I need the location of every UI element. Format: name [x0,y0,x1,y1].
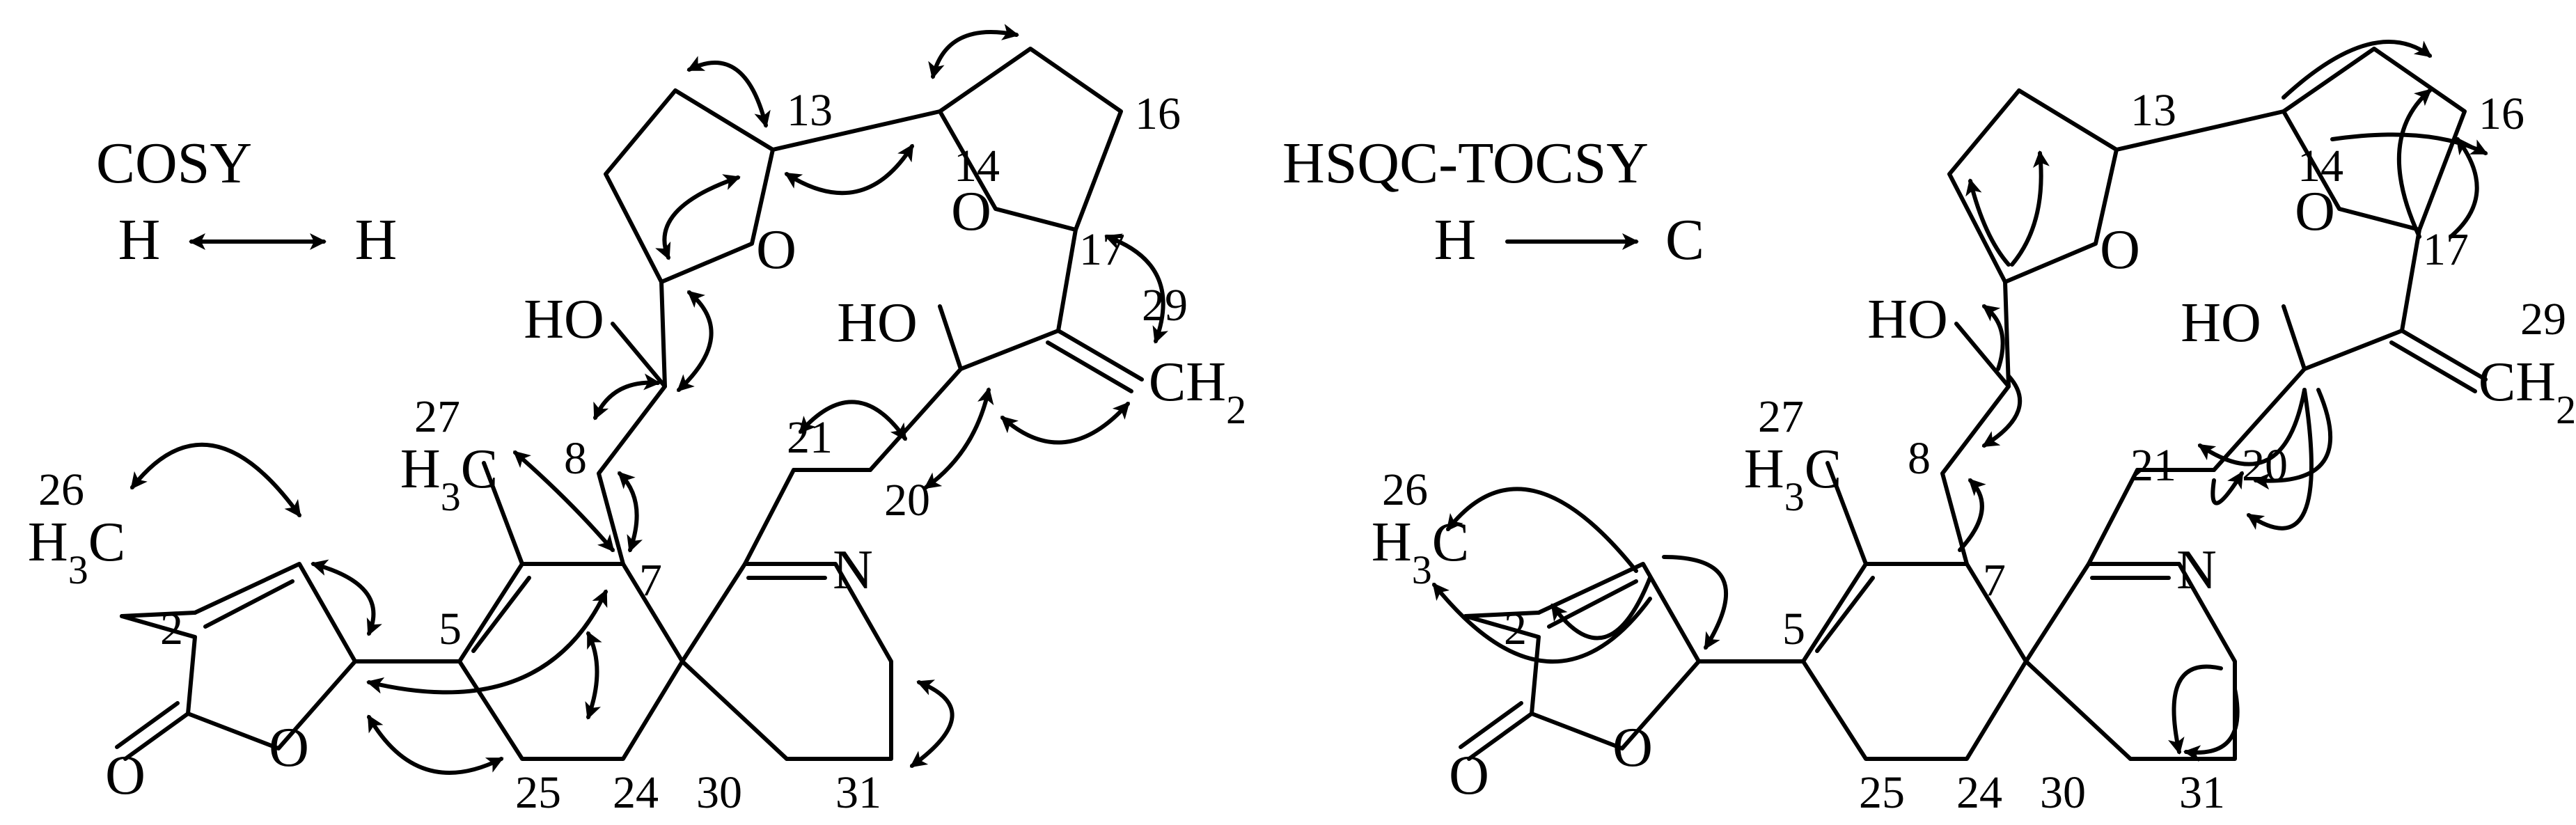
label-o-carbonyl: O [105,745,146,806]
num-25: 25 [1859,767,1905,818]
num-26: 26 [38,464,84,515]
num-2: 2 [160,604,183,654]
label-n: N [2176,540,2217,601]
hsqc-tocsy-panel: HSQC-TOCSY H C [1282,40,2576,818]
num-17: 17 [2423,224,2469,275]
cosy-legend: COSY H H [96,131,397,272]
hsqc-tocsy-correlations [1432,40,2488,762]
num-5: 5 [439,604,462,654]
num-13: 13 [2130,85,2176,136]
num-24: 24 [1956,767,2002,818]
num-14: 14 [2298,141,2343,191]
label-ho-1: HO [524,289,604,350]
molecule-skeleton [1459,47,2488,761]
num-8: 8 [1908,433,1931,484]
num-31: 31 [2179,767,2225,818]
num-17: 17 [1079,224,1125,275]
num-8: 8 [564,433,587,484]
label-o-carbonyl: O [1449,745,1489,806]
num-21: 21 [2130,440,2176,491]
label-h3c-27: H3C [1744,439,1841,519]
num-26: 26 [1382,464,1428,515]
num-30: 30 [2040,767,2086,818]
legend-right-symbol: C [1665,207,1704,272]
num-13: 13 [787,85,833,136]
hsqc-tocsy-legend: HSQC-TOCSY H C [1282,131,1704,272]
num-31: 31 [835,767,881,818]
num-16: 16 [2479,88,2524,139]
label-o-ring2: O [2295,181,2335,242]
num-5: 5 [1782,604,1805,654]
num-30: 30 [696,767,742,818]
label-ho-1: HO [1867,289,1948,350]
num-24: 24 [613,767,659,818]
label-ho-2: HO [837,292,918,354]
label-ch2: CH2 [1149,352,1246,432]
legend-title: HSQC-TOCSY [1282,131,1649,196]
atom-labels: O O O O N HO HO H3C H3C CH2 [1372,181,2576,806]
num-25: 25 [515,767,561,818]
legend-right-symbol: H [355,207,398,272]
label-n: N [833,540,873,601]
num-16: 16 [1135,88,1181,139]
num-14: 14 [954,141,1000,191]
label-h3c-26: H3C [28,512,125,592]
cosy-correlations [130,24,1169,775]
cosy-panel: COSY H H [28,24,1246,818]
num-7: 7 [1983,555,2006,606]
num-7: 7 [639,555,662,606]
num-20: 20 [884,475,930,526]
label-o-lactone: O [1612,717,1653,778]
num-27: 27 [1758,391,1804,442]
label-o-ring2: O [951,181,991,242]
label-o-ring1: O [2100,219,2140,281]
label-o-lactone: O [269,717,309,778]
label-ho-2: HO [2181,292,2261,354]
legend-left-symbol: H [118,207,161,272]
num-29: 29 [2520,294,2566,345]
num-2: 2 [1504,604,1527,654]
label-h3c-27: H3C [400,439,498,519]
legend-left-symbol: H [1434,207,1477,272]
atom-labels: O O O O N HO HO H3C H3C CH2 [28,181,1246,806]
legend-title: COSY [96,131,252,196]
num-27: 27 [414,391,460,442]
label-ch2: CH2 [2479,352,2576,432]
label-o-ring1: O [756,219,796,281]
